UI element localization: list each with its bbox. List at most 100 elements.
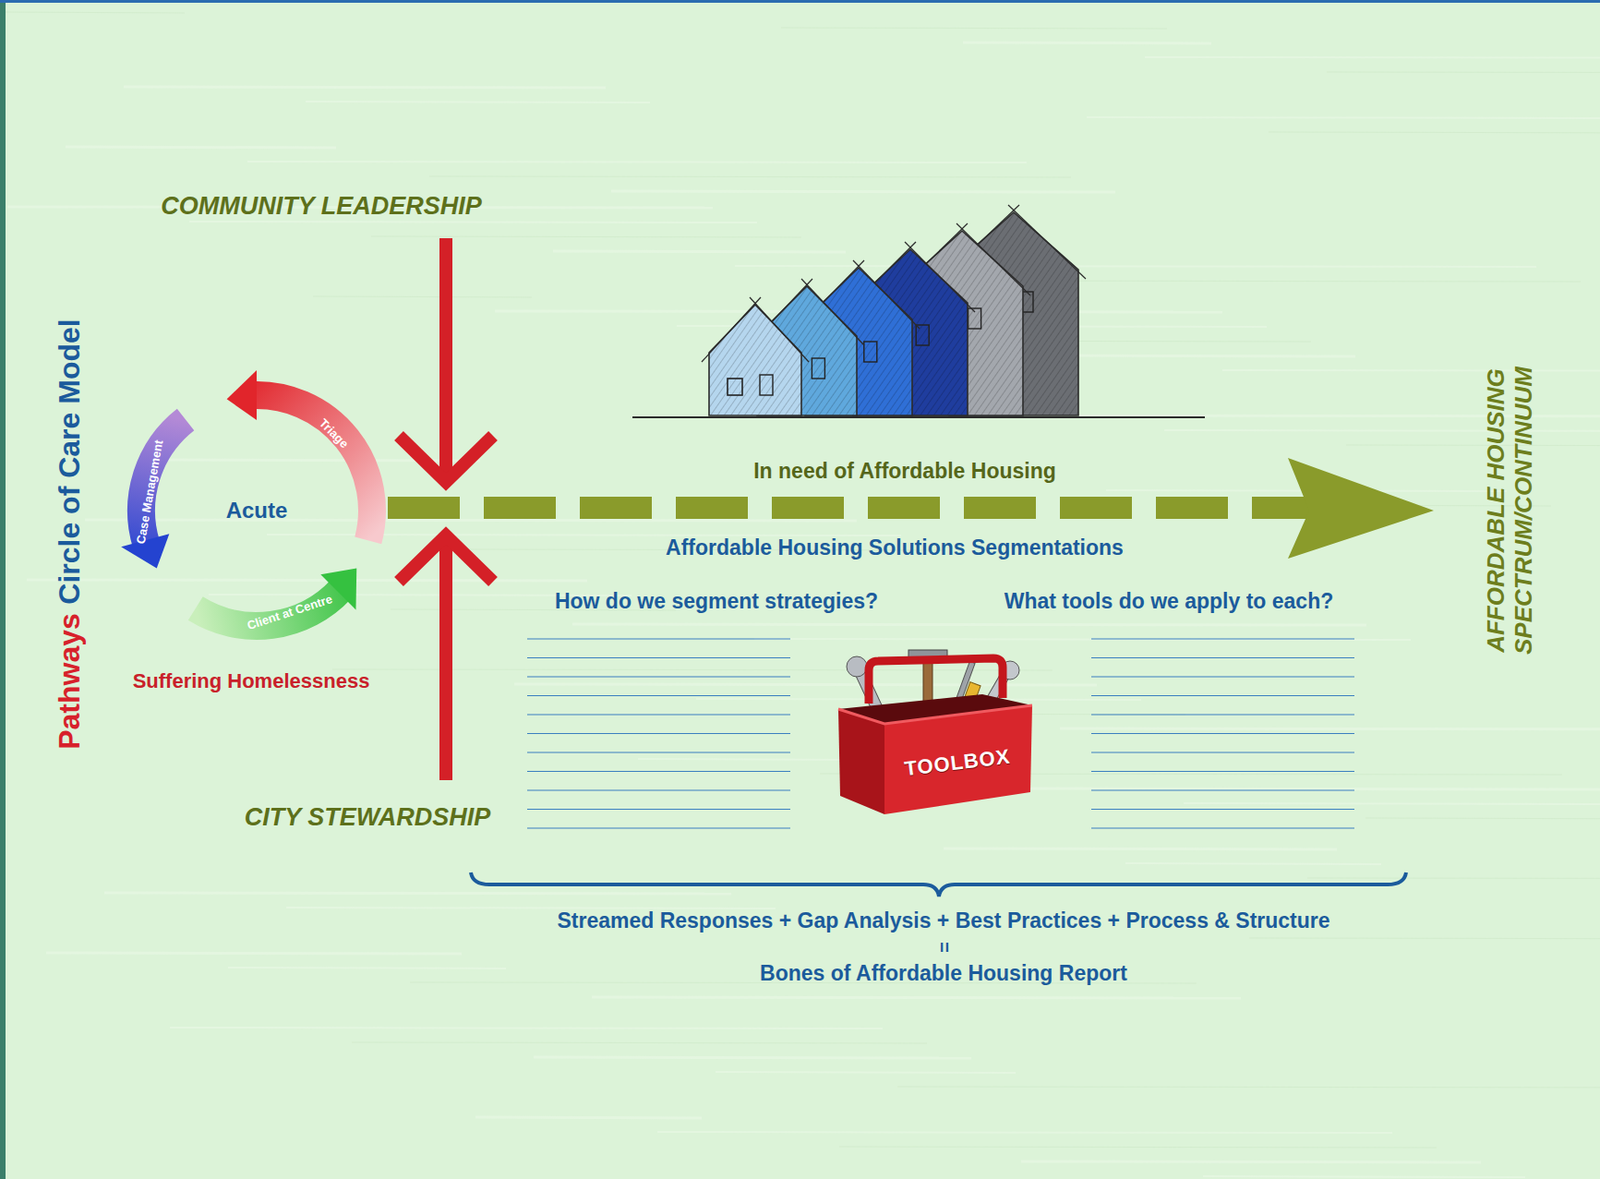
writing-line xyxy=(1091,675,1355,677)
house-door xyxy=(915,324,929,346)
writing-line xyxy=(1091,827,1355,829)
wood-grain-streak xyxy=(1144,57,1600,59)
wood-grain-streak xyxy=(247,161,1027,163)
wood-grain-streak xyxy=(962,42,1212,44)
column-question: How do we segment strategies? xyxy=(554,589,879,614)
roof-sketch-line xyxy=(701,297,761,362)
writing-line xyxy=(527,733,791,734)
roof-sketch-line xyxy=(801,278,865,346)
wood-grain-streak xyxy=(533,1057,972,1059)
house xyxy=(701,297,809,416)
ground-line xyxy=(632,416,1205,419)
pressure-arrow-head xyxy=(398,535,494,582)
wood-grain-streak xyxy=(1203,1176,1526,1178)
wood-grain-streak xyxy=(897,1086,1600,1088)
house-window xyxy=(727,378,743,396)
pressure-arrow-head xyxy=(398,435,494,482)
wood-grain-streak xyxy=(46,952,462,954)
summary-formula: Streamed Responses + Gap Analysis + Best… xyxy=(556,908,1330,933)
status-label: Suffering Homelessness xyxy=(132,669,371,693)
roof-sketch-line xyxy=(853,260,920,329)
toolbox-rim xyxy=(838,705,1033,724)
house-hatching xyxy=(709,304,802,416)
house-door xyxy=(811,358,825,379)
writing-line xyxy=(1091,808,1355,810)
toolbox-icon xyxy=(827,637,1040,822)
toolbox-box: TOOLBOX xyxy=(827,637,1040,822)
wood-grain-streak xyxy=(1268,132,1600,133)
writing-line xyxy=(1091,733,1355,734)
wood-grain-streak xyxy=(591,997,1241,999)
writing-line xyxy=(527,751,791,753)
wood-grain-streak xyxy=(1086,117,1600,119)
roof-sketch-line xyxy=(956,223,1031,296)
wood-grain-streak xyxy=(371,236,802,238)
wood-grain-streak xyxy=(781,27,1167,29)
writing-line xyxy=(1091,789,1355,791)
writing-line xyxy=(527,770,791,772)
writing-line xyxy=(527,657,791,659)
curly-brace xyxy=(470,872,1407,897)
wood-grain-streak xyxy=(1125,863,1382,865)
wood-grain-streak xyxy=(715,1071,1016,1073)
wood-grain-streak xyxy=(0,12,185,13)
wood-grain-streak xyxy=(26,579,588,581)
wood-grain-streak xyxy=(228,967,506,969)
wood-grain-streak xyxy=(104,892,732,894)
wood-grain-streak xyxy=(305,101,650,103)
roof-sketch-line xyxy=(749,297,809,362)
wood-grain-streak xyxy=(351,1042,927,1044)
wood-grain-streak xyxy=(169,1027,883,1029)
roof-sketch-line xyxy=(904,241,975,313)
wood-grain-streak xyxy=(1365,818,1600,819)
left-border xyxy=(0,0,6,1179)
wood-grain-streak xyxy=(553,251,846,253)
wood-grain-streak xyxy=(475,1117,702,1119)
flow-label: Affordable Housing Solutions Segmentatio… xyxy=(665,535,1124,560)
wood-grain-streak xyxy=(123,86,606,88)
writing-line xyxy=(527,713,791,715)
side-heading: COMMUNITY LEADERSHIP xyxy=(160,192,482,221)
toolbox-side xyxy=(838,709,885,815)
house-outline xyxy=(709,304,802,416)
wood-grain-streak xyxy=(514,684,1097,686)
writing-line xyxy=(1091,695,1355,697)
wood-grain-streak xyxy=(1307,878,1600,879)
writing-lines xyxy=(527,638,1355,829)
wood-grain-streak xyxy=(1326,72,1600,73)
continuum-arrow-head xyxy=(1287,457,1434,559)
wood-grain-streak xyxy=(429,176,1071,178)
wood-grain-streak xyxy=(754,638,1411,640)
writing-line xyxy=(1091,713,1355,715)
writing-line xyxy=(527,808,791,810)
tool-wrench-head xyxy=(846,656,867,677)
wood-grain-streak xyxy=(572,624,1367,626)
wood-grain-streak xyxy=(943,848,1337,850)
wood-grain-streak xyxy=(611,191,1116,193)
house-door xyxy=(759,374,773,396)
continuum-arrow-shaft xyxy=(387,496,1310,519)
writing-line xyxy=(527,675,791,677)
flow-label: In need of Affordable Housing xyxy=(753,458,1057,483)
summary-result: Bones of Affordable Housing Report xyxy=(759,961,1128,986)
wood-grain-streak xyxy=(637,758,872,760)
wood-grain-streak xyxy=(1346,445,1600,446)
wood-grain-streak xyxy=(1249,938,1600,939)
pressure-arrow xyxy=(439,544,453,781)
model-title-word: Pathways xyxy=(52,613,87,750)
writing-line xyxy=(1091,770,1355,772)
wood-grain-streak xyxy=(839,1146,1437,1148)
wood-grain-streak xyxy=(696,698,1142,700)
node-label: Acute xyxy=(226,497,289,524)
wood-grain-streak xyxy=(1021,1161,1481,1163)
wood-grain-streak xyxy=(1001,788,1600,790)
wood-grain xyxy=(0,12,1600,1178)
roof-sketch-line xyxy=(1008,204,1086,279)
wood-grain-streak xyxy=(189,221,758,223)
wood-grain-streak xyxy=(84,519,857,521)
wood-grain-streak xyxy=(1040,355,1356,357)
wood-grain-streak xyxy=(1059,728,1600,730)
wood-grain-streak xyxy=(734,265,1537,267)
wood-grain-streak xyxy=(1183,803,1600,805)
